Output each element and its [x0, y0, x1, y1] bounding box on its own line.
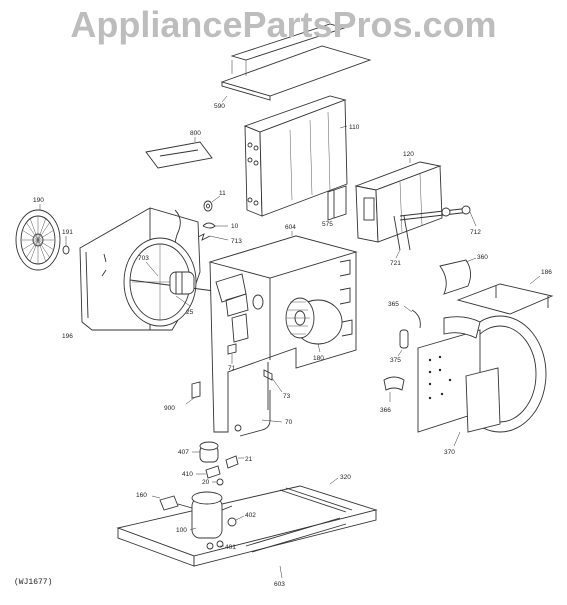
label-180: 180: [313, 355, 324, 362]
label-10: 10: [231, 223, 239, 230]
part-402-grommet[interactable]: [227, 515, 245, 527]
label-712: 712: [470, 229, 481, 236]
part-365-clip[interactable]: [403, 305, 421, 329]
label-401: 401: [225, 544, 236, 551]
part-160-relay[interactable]: [151, 495, 193, 511]
part-20-bolt[interactable]: [212, 478, 224, 486]
part-713-spring[interactable]: [195, 233, 229, 241]
label-402: 402: [245, 512, 256, 519]
part-590-top-plate[interactable]: [220, 23, 372, 103]
part-120-condenser[interactable]: [354, 158, 443, 243]
label-370: 370: [444, 449, 455, 456]
label-186: 186: [541, 269, 552, 276]
part-190-fan-blade[interactable]: [15, 204, 61, 271]
label-190: 190: [33, 197, 44, 204]
part-320-rail[interactable]: [329, 477, 339, 485]
part-110-coil[interactable]: [243, 95, 348, 217]
label-70: 70: [285, 419, 293, 426]
label-160: 160: [136, 492, 147, 499]
part-180-blower-wheel[interactable]: [285, 297, 343, 353]
part-410-terminal-cover[interactable]: [196, 465, 221, 479]
label-25: 25: [186, 309, 194, 316]
label-191: 191: [62, 229, 73, 236]
diagram-code: (WJ1677): [14, 578, 53, 587]
label-21: 21: [245, 456, 253, 463]
part-375-capacitor[interactable]: [397, 329, 409, 357]
part-712-tubing[interactable]: [399, 205, 477, 227]
label-100: 100: [176, 527, 187, 534]
part-370-control-panel[interactable]: [417, 316, 501, 447]
label-110: 110: [349, 124, 360, 131]
part-407-overload[interactable]: [192, 441, 219, 463]
label-703: 703: [138, 255, 149, 262]
part-575-bracket[interactable]: [327, 185, 347, 221]
label-375: 375: [390, 357, 401, 364]
label-11: 11: [219, 190, 226, 197]
part-25-fan-motor[interactable]: [123, 237, 223, 327]
part-366-bracket[interactable]: [383, 376, 405, 402]
part-100-compressor[interactable]: [189, 491, 233, 539]
part-900-spacer[interactable]: [185, 381, 201, 405]
label-603: 603: [274, 581, 285, 588]
part-10-clip[interactable]: [202, 222, 228, 229]
label-575: 575: [322, 221, 333, 228]
part-71-clip[interactable]: [227, 343, 237, 364]
label-196: 196: [62, 333, 73, 340]
label-721: 721: [390, 260, 401, 267]
label-590: 590: [214, 103, 225, 110]
part-401-mount[interactable]: [206, 540, 224, 550]
label-20: 20: [202, 479, 210, 486]
part-70-drain-tube[interactable]: [234, 390, 283, 437]
label-320: 320: [340, 474, 351, 481]
label-900: 900: [164, 405, 175, 412]
label-604: 604: [285, 224, 296, 231]
label-120: 120: [403, 151, 414, 158]
label-407: 407: [178, 449, 189, 456]
part-73-rod[interactable]: [263, 362, 283, 410]
label-410: 410: [182, 471, 193, 478]
part-21-clip[interactable]: [225, 455, 244, 469]
label-365: 365: [388, 301, 399, 308]
site-watermark: AppliancePartsPros.com: [70, 4, 497, 45]
part-11-bushing[interactable]: [203, 195, 221, 212]
label-366: 366: [380, 407, 391, 414]
label-73: 73: [283, 393, 291, 400]
label-360: 360: [477, 254, 488, 261]
part-604-bulkhead[interactable]: [208, 231, 358, 433]
part-191-nut[interactable]: [62, 236, 70, 255]
part-721-tube-pair[interactable]: [393, 215, 411, 259]
label-71: 71: [228, 365, 236, 372]
part-360-shroud-piece[interactable]: [439, 257, 477, 295]
part-800-bracket[interactable]: [145, 137, 213, 169]
part-603-base-pan[interactable]: [116, 485, 378, 579]
label-800: 800: [190, 130, 201, 137]
label-713: 713: [231, 238, 242, 245]
